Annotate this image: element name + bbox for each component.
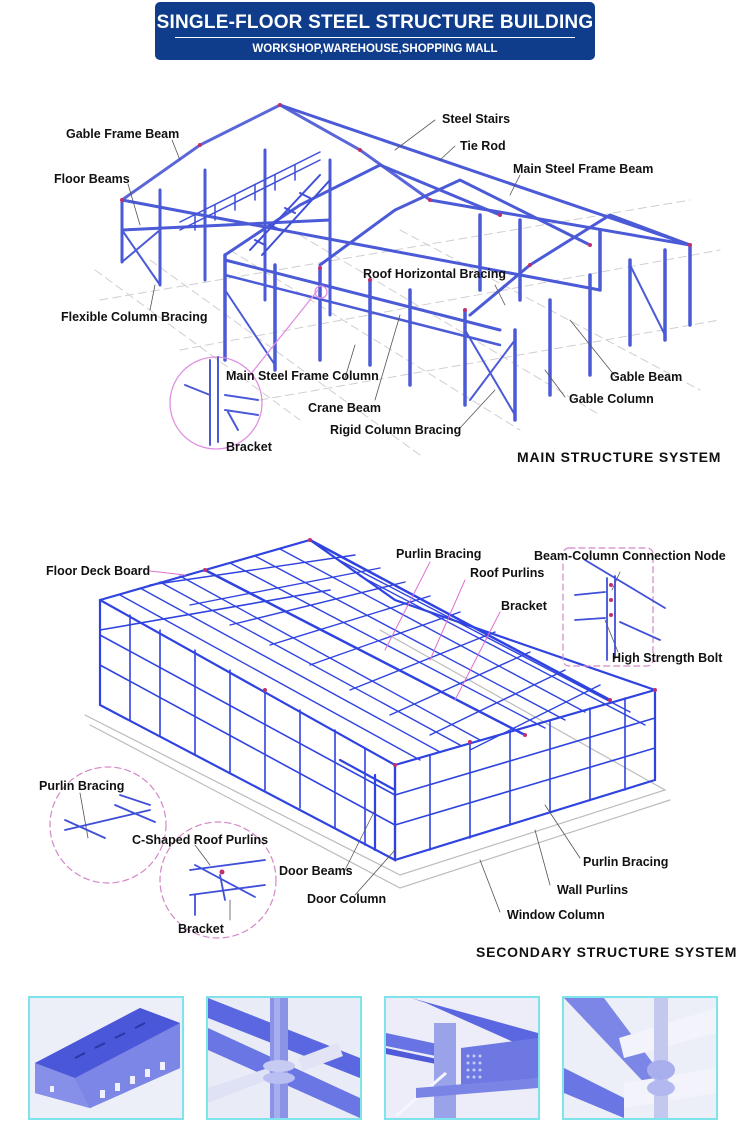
label-wall-purlins: Wall Purlins xyxy=(557,883,629,897)
label-floor-deck-board: Floor Deck Board xyxy=(46,564,151,578)
label-bracket-detail: Bracket xyxy=(178,922,224,936)
thumbnail-column-joint xyxy=(206,996,362,1120)
label-steel-stairs: Steel Stairs xyxy=(442,112,511,126)
thumbnail-bolted-connection xyxy=(384,996,540,1120)
thumbnail-beam-node xyxy=(562,996,718,1120)
label-tie-rod: Tie Rod xyxy=(460,139,506,153)
title-banner: SINGLE-FLOOR STEEL STRUCTURE BUILDING WO… xyxy=(155,2,595,60)
label-main-steel-frame-column: Main Steel Frame Column xyxy=(226,369,379,383)
label-purlin-bracing-wall: Purlin Bracing xyxy=(583,855,669,869)
label-high-strength-bolt: High Strength Bolt xyxy=(612,651,723,665)
label-roof-purlins: Roof Purlins xyxy=(470,566,545,580)
label-c-shaped-roof-purlins: C-Shaped Roof Purlins xyxy=(132,833,269,847)
label-beam-column-connection-node: Beam-Column Connection Node xyxy=(534,549,726,563)
label-bracket-roof: Bracket xyxy=(501,599,547,613)
label-window-column: Window Column xyxy=(507,908,605,922)
secondary-structure-diagram xyxy=(49,538,671,939)
label-main-steel-frame-beam: Main Steel Frame Beam xyxy=(513,162,654,176)
label-gable-beam: Gable Beam xyxy=(610,370,683,384)
label-purlin-bracing-roof: Purlin Bracing xyxy=(396,547,482,561)
label-floor-beams: Floor Beams xyxy=(54,172,130,186)
title-divider xyxy=(175,37,575,38)
label-roof-horizontal-bracing: Roof Horizontal Bracing xyxy=(363,267,507,281)
label-flexible-column-bracing: Flexible Column Bracing xyxy=(61,310,208,324)
label-gable-frame-beam: Gable Frame Beam xyxy=(66,127,180,141)
main-structure-title: MAIN STRUCTURE SYSTEM xyxy=(517,449,722,465)
secondary-structure-title: SECONDARY STRUCTURE SYSTEM xyxy=(476,944,738,960)
label-door-beams: Door Beams xyxy=(279,864,353,878)
label-bracket-main: Bracket xyxy=(226,440,272,454)
main-structure-diagram xyxy=(94,103,721,456)
label-gable-column: Gable Column xyxy=(569,392,654,406)
page-title: SINGLE-FLOOR STEEL STRUCTURE BUILDING xyxy=(156,12,594,33)
thumbnail-building-model xyxy=(28,996,184,1120)
label-door-column: Door Column xyxy=(307,892,387,906)
label-crane-beam: Crane Beam xyxy=(308,401,381,415)
page-subtitle: WORKSHOP,WAREHOUSE,SHOPPING MALL xyxy=(252,43,498,55)
label-rigid-column-bracing: Rigid Column Bracing xyxy=(330,423,462,437)
label-purlin-bracing-detail: Purlin Bracing xyxy=(39,779,125,793)
